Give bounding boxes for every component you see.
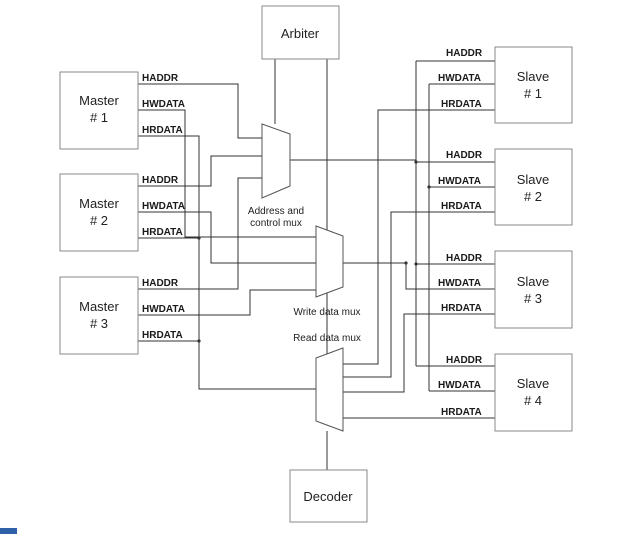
master-2-block: Master # 2 <box>59 173 139 252</box>
slave-2-number: # 2 <box>524 189 542 204</box>
wire-s3-hrdata <box>343 313 495 393</box>
master-3-block: Master # 3 <box>59 276 139 355</box>
read-mux-caption: Read data mux <box>293 333 361 344</box>
s1-haddr-label: HADDR <box>446 48 483 59</box>
mux-captions: Address and control mux Write data mux R… <box>248 206 361 344</box>
m3-haddr-label: HADDR <box>142 278 179 289</box>
slave-2-name: Slave <box>517 172 550 187</box>
s4-hwdata-label: HWDATA <box>438 380 481 391</box>
wire-m3-haddr <box>138 177 262 290</box>
junction-dot <box>404 261 408 265</box>
decoder-block: Decoder <box>289 469 368 523</box>
m1-haddr-label: HADDR <box>142 73 179 84</box>
master-2-name: Master <box>79 196 119 211</box>
wire-s2-hrdata <box>343 211 495 378</box>
write-data-mux <box>315 225 344 298</box>
master-1-number: # 1 <box>90 110 108 125</box>
master-1-name: Master <box>79 93 119 108</box>
wire-m1-hrdata <box>138 135 316 390</box>
master-3-name: Master <box>79 299 119 314</box>
wire-m1-hwdata <box>138 109 316 238</box>
s2-hwdata-label: HWDATA <box>438 176 481 187</box>
address-mux-caption-line2: control mux <box>250 218 302 229</box>
s3-haddr-label: HADDR <box>446 253 483 264</box>
slave-signal-labels: HADDR HWDATA HRDATA HADDR HWDATA HRDATA … <box>438 48 483 418</box>
slave-1-block: Slave # 1 <box>494 46 573 124</box>
slave-1-number: # 1 <box>524 86 542 101</box>
slave-3-name: Slave <box>517 274 550 289</box>
m2-haddr-label: HADDR <box>142 175 179 186</box>
corner-marker <box>0 528 17 534</box>
master-signal-labels: HADDR HWDATA HRDATA HADDR HWDATA HRDATA … <box>142 73 185 341</box>
decoder-label: Decoder <box>303 489 353 504</box>
wire-m1-haddr <box>138 83 262 139</box>
m2-hrdata-label: HRDATA <box>142 227 183 238</box>
junction-dot <box>414 160 418 164</box>
master-3-number: # 3 <box>90 316 108 331</box>
address-control-mux <box>261 123 291 199</box>
slave-4-block: Slave # 4 <box>494 353 573 432</box>
wire-m2-hwdata <box>138 211 316 264</box>
s2-haddr-label: HADDR <box>446 150 483 161</box>
wire-s3-hwdata <box>405 263 495 290</box>
junction-dot <box>197 236 201 240</box>
s1-hwdata-label: HWDATA <box>438 73 481 84</box>
wire-m3-hwdata <box>138 289 316 316</box>
junction-dot <box>197 339 201 343</box>
m3-hrdata-label: HRDATA <box>142 330 183 341</box>
wire-s1-hrdata <box>343 109 495 365</box>
slave-4-name: Slave <box>517 376 550 391</box>
address-mux-caption-line1: Address and <box>248 206 304 217</box>
slave-4-number: # 4 <box>524 393 542 408</box>
arbiter-block: Arbiter <box>261 5 340 60</box>
slave-1-name: Slave <box>517 69 550 84</box>
junction-dot <box>427 185 431 189</box>
junctions <box>197 160 431 343</box>
slave-3-number: # 3 <box>524 291 542 306</box>
m1-hwdata-label: HWDATA <box>142 99 185 110</box>
junction-dot <box>414 262 418 266</box>
s4-haddr-label: HADDR <box>446 355 483 366</box>
s2-hrdata-label: HRDATA <box>441 201 482 212</box>
m2-hwdata-label: HWDATA <box>142 201 185 212</box>
s3-hrdata-label: HRDATA <box>441 303 482 314</box>
master-1-block: Master # 1 <box>59 71 139 150</box>
wires <box>138 59 495 470</box>
slave-2-block: Slave # 2 <box>494 148 573 226</box>
arbiter-label: Arbiter <box>281 26 320 41</box>
s4-hrdata-label: HRDATA <box>441 407 482 418</box>
m3-hwdata-label: HWDATA <box>142 304 185 315</box>
master-2-number: # 2 <box>90 213 108 228</box>
write-mux-caption: Write data mux <box>293 307 360 318</box>
read-data-mux <box>315 347 344 432</box>
slave-3-block: Slave # 3 <box>494 250 573 329</box>
s1-hrdata-label: HRDATA <box>441 99 482 110</box>
s3-hwdata-label: HWDATA <box>438 278 481 289</box>
wire-m2-haddr <box>138 155 262 187</box>
m1-hrdata-label: HRDATA <box>142 125 183 136</box>
